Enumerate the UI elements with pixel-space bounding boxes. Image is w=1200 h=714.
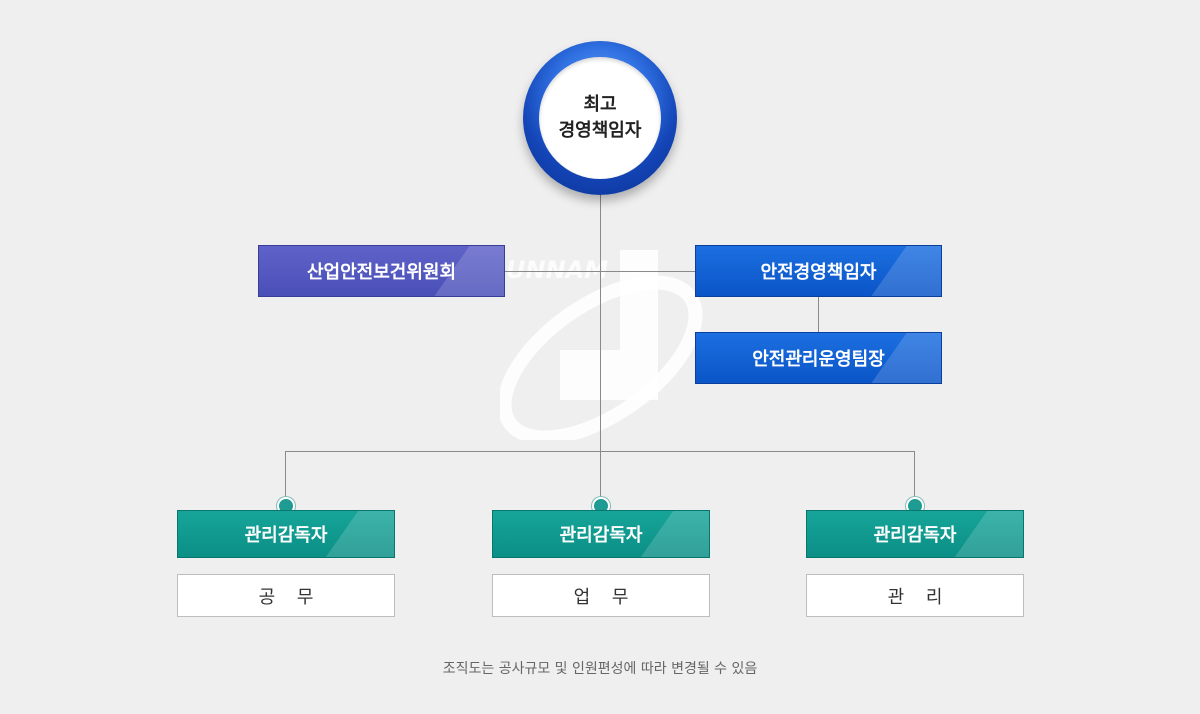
dept-box-left: 공 무 xyxy=(177,574,395,617)
ceo-label-line2: 경영책임자 xyxy=(558,120,642,141)
supervisor-box-center: 관리감독자 xyxy=(492,510,710,558)
watermark-logo: UNNAM xyxy=(500,250,703,440)
safety-team-box: 안전관리운영팀장 xyxy=(695,332,942,384)
safety-exec-label: 안전경영책임자 xyxy=(760,262,877,283)
safety-committee-label: 산업안전보건위원회 xyxy=(306,262,457,283)
dept-label: 업 무 xyxy=(573,586,637,608)
ceo-node: 최고 경영책임자 xyxy=(523,41,677,195)
exec-team-connector xyxy=(818,297,819,332)
dept-box-right: 관 리 xyxy=(806,574,1024,617)
watermark-text: UNNAM xyxy=(506,256,608,284)
safety-exec-box: 안전경영책임자 xyxy=(695,245,942,297)
supervisor-box-left: 관리감독자 xyxy=(177,510,395,558)
bottom-horizontal-line xyxy=(285,451,915,452)
dept-box-center: 업 무 xyxy=(492,574,710,617)
committee-connector xyxy=(505,271,695,272)
left-branch-line xyxy=(285,451,286,507)
safety-committee-box: 산업안전보건위원회 xyxy=(258,245,505,297)
trunk-line xyxy=(600,195,601,507)
ceo-inner: 최고 경영책임자 xyxy=(539,57,661,179)
ceo-label-line1: 최고 xyxy=(583,94,617,115)
right-branch-line xyxy=(914,451,915,507)
safety-team-label: 안전관리운영팀장 xyxy=(752,349,885,370)
supervisor-label: 관리감독자 xyxy=(559,525,643,546)
footnote: 조직도는 공사규모 및 인원편성에 따라 변경될 수 있음 xyxy=(442,661,758,677)
supervisor-label: 관리감독자 xyxy=(873,525,957,546)
dept-label: 공 무 xyxy=(258,586,322,608)
dept-label: 관 리 xyxy=(887,586,951,608)
supervisor-label: 관리감독자 xyxy=(244,525,328,546)
supervisor-box-right: 관리감독자 xyxy=(806,510,1024,558)
